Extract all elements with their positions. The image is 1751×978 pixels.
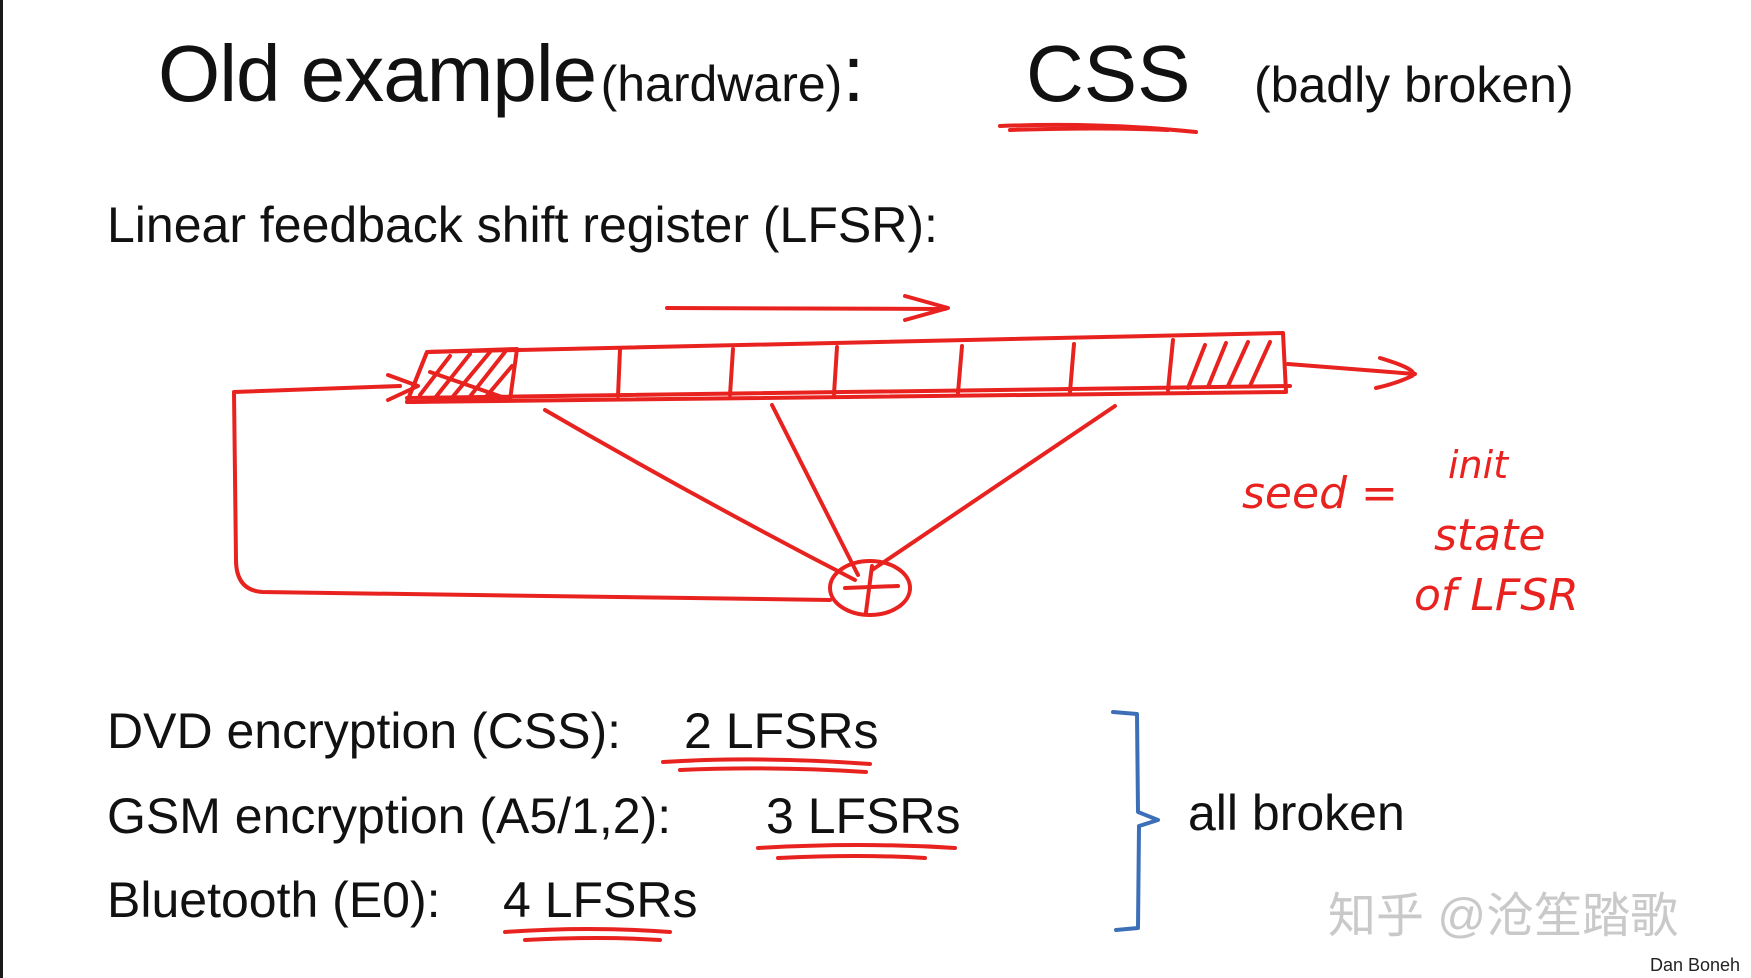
register-bottom-line: [405, 384, 1292, 400]
title-note: (badly broken): [1254, 57, 1574, 113]
example-value-bluetooth: 4 LFSRs: [503, 872, 698, 928]
shift-arrow: [665, 306, 947, 311]
last-cell-hatching: [1166, 338, 1272, 392]
example-value-gsm: 3 LFSRs: [766, 788, 961, 844]
watermark: 知乎 @沧笙踏歌: [1328, 890, 1679, 943]
example-label-dvd: DVD encryption (CSS):: [107, 703, 622, 759]
tap-line-3: [870, 404, 1117, 572]
annotation-of-lfsr: of LFSR: [1414, 570, 1579, 621]
underline-value-2: [756, 843, 957, 850]
underline-value-1: [661, 757, 872, 766]
cell-divider: [616, 348, 622, 398]
annotation-init: init: [1448, 443, 1510, 487]
title-main: Old example: [158, 29, 597, 118]
left-border: [0, 0, 3, 978]
example-label-gsm: GSM encryption (A5/1,2):: [107, 788, 672, 844]
tap-line-1: [543, 408, 857, 582]
xor-plus-horizontal: [843, 584, 900, 590]
cell-divider: [832, 345, 839, 396]
feedback-line: [232, 384, 832, 602]
underline-value-1b: [678, 766, 868, 774]
title-underline-2: [1008, 126, 1170, 132]
cell-divider: [1068, 342, 1076, 394]
subtitle: Linear feedback shift register (LFSR):: [107, 197, 938, 253]
shift-arrow-head: [903, 294, 950, 322]
cell-divider: [956, 344, 964, 395]
slide-title: Old example (hardware):: [158, 28, 865, 120]
output-arrow: [1286, 362, 1417, 376]
underline-value-3b: [523, 936, 662, 942]
xor-circle: [828, 559, 912, 617]
tap-line-2: [770, 403, 860, 577]
title-qualifier: (hardware): [600, 56, 843, 112]
cell-divider: [728, 347, 735, 397]
title-colon: :: [842, 29, 865, 118]
annotation-seed: seed =: [1242, 468, 1398, 519]
annotation-state: state: [1434, 510, 1545, 561]
group-bracket: [1111, 710, 1160, 932]
author-credit: Dan Boneh: [1650, 955, 1741, 975]
underline-value-3: [503, 927, 672, 934]
underline-value-2b: [776, 854, 927, 860]
example-value-dvd: 2 LFSRs: [684, 703, 879, 759]
xor-plus-vertical: [864, 564, 874, 614]
example-label-bluetooth: Bluetooth (E0):: [107, 872, 441, 928]
title-underline: [998, 122, 1198, 134]
feedback-arrow-head: [386, 373, 420, 402]
first-cell-hatching: [405, 347, 519, 404]
title-cipher: CSS: [1026, 29, 1191, 118]
output-arrow-head: [1374, 356, 1416, 390]
bracket-label: all broken: [1188, 785, 1405, 841]
